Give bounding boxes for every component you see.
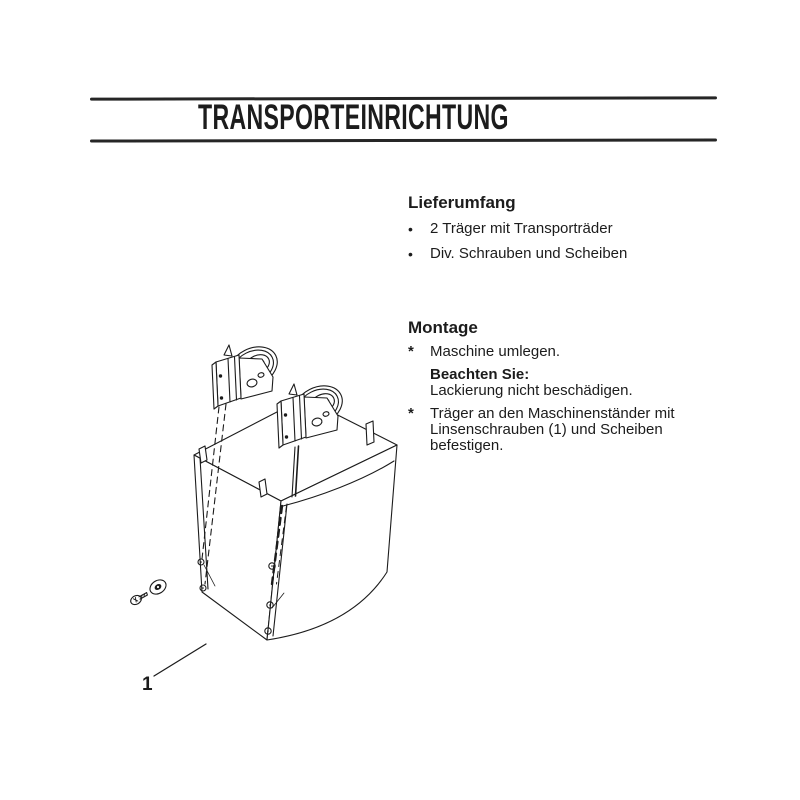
transport-bracket-left: [211, 344, 278, 410]
bullet-icon: •: [408, 245, 413, 262]
foot-tab-right: [365, 420, 375, 446]
machine-stand-drawing: [193, 397, 398, 641]
list-item: • Div. Schrauben und Scheiben: [408, 244, 698, 262]
list-item-text: 2 Träger mit Transporträder: [430, 220, 613, 237]
part-callout: 1: [142, 643, 207, 695]
section-montage: Montage * Maschine umlegen. Beachten Sie…: [408, 318, 698, 454]
part-number-label: 1: [142, 674, 153, 695]
montage-step: * Maschine umlegen.: [408, 344, 698, 360]
montage-heading: Montage: [408, 318, 478, 337]
lieferumfang-heading: Lieferumfang: [408, 193, 516, 212]
alignment-dashed-lines: [201, 403, 300, 586]
montage-step: * Träger an den Maschinenständer mit Lin…: [408, 406, 698, 454]
note-text: Lackierung nicht beschädigen.: [430, 382, 633, 399]
montage-note: Beachten Sie: Lackierung nicht beschädig…: [430, 367, 698, 399]
step-text: Maschine umlegen.: [430, 343, 561, 360]
list-item: • 2 Träger mit Transporträder: [408, 220, 698, 238]
page-title: TRANSPORTEINRICHTUNG: [198, 98, 508, 137]
mounting-holes: [197, 558, 285, 635]
bullet-icon: •: [408, 221, 413, 237]
note-heading: Beachten Sie:: [430, 366, 530, 383]
section-lieferumfang: Lieferumfang • 2 Träger mit Transporträd…: [408, 193, 698, 270]
page-title-text: TRANSPORTEINRICHTUNG: [197, 98, 509, 137]
asterisk-marker: *: [408, 343, 414, 360]
foot-tab-front: [258, 478, 268, 498]
asterisk-marker: *: [408, 405, 414, 422]
fasteners: [130, 579, 167, 606]
foot-tab-left: [198, 445, 208, 464]
list-item-text: Div. Schrauben und Scheiben: [430, 244, 628, 262]
step-text: Träger an den Maschinenständer mit Linse…: [430, 405, 675, 454]
